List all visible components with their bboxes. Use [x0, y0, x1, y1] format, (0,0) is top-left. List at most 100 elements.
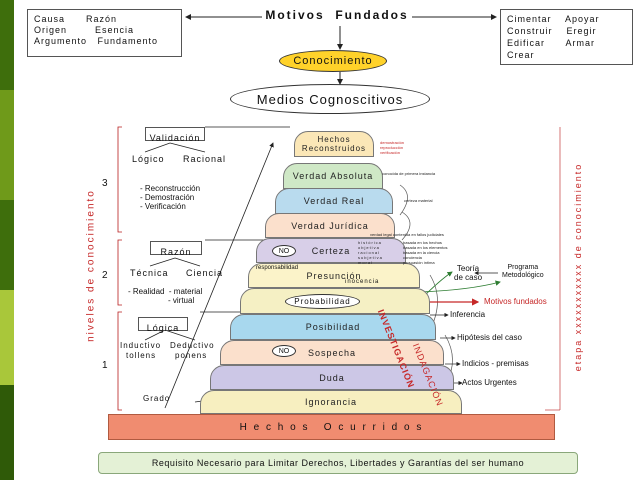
inferencia-label: Inferencia: [450, 310, 486, 319]
deductivo-label: Deductivo: [170, 341, 215, 350]
logica-label: Lógica: [146, 323, 180, 333]
no-oval-certeza: NO: [272, 245, 296, 257]
verbs-box: Cimentar Apoyar Construir Eregir Edifica…: [500, 9, 633, 65]
hechos-note: reproducción: [380, 145, 404, 150]
programa-metodologico: Programa Metodológico: [502, 264, 544, 280]
real-note: certeza material: [404, 198, 433, 203]
conocimiento-oval: Conocimiento: [279, 50, 387, 72]
certeza-note: histórica: [358, 240, 382, 245]
tier-label: Posibilidad: [305, 322, 361, 332]
ponens-label: ponens: [175, 351, 208, 360]
validacion-label: Validación: [149, 133, 201, 143]
level-3-number: 3: [102, 178, 108, 189]
hechos-reconstruidos-tier: Hechos Reconstruidos: [294, 131, 374, 157]
tier-duda: Duda: [210, 365, 454, 390]
tier-label: Presunción: [306, 270, 362, 281]
razon-label: Razón: [160, 247, 192, 257]
tier-posibilidad: Posibilidad: [230, 314, 436, 340]
concept-synonyms-box: Causa Razón Origen Esencia Argumento Fun…: [27, 9, 182, 57]
hipotesis-label: Hipótesis del caso: [457, 333, 522, 342]
tier-label: Certeza: [311, 245, 351, 256]
certeza-note-b: conciencia: [403, 255, 422, 260]
certeza-note-b: basada en la ciencia: [403, 250, 440, 255]
tier-label: Sospecha: [307, 347, 357, 358]
requisito-box: Requisito Necesario para Limitar Derecho…: [98, 452, 578, 474]
virtual-label: - virtual: [168, 296, 195, 305]
tollens-label: tollens: [126, 351, 157, 360]
reconstruidos-label: Reconstruidos: [301, 144, 367, 153]
tecnica-label: Técnica: [130, 268, 169, 278]
tier-label: Ignorancia: [304, 397, 358, 407]
synonym-line: Argumento Fundamento: [34, 36, 159, 46]
verb-line: Crear: [507, 50, 535, 60]
actos-urgentes-label: Actos Urgentes: [462, 378, 517, 387]
teoria-line: de caso: [454, 273, 483, 282]
motivos-fundados-label: Motivos fundados: [484, 297, 547, 306]
tier-label: Duda: [319, 372, 345, 383]
hechos-label: Hechos: [317, 135, 351, 144]
certeza-notes-b: basada en los hechos basada en los eleme…: [403, 240, 447, 265]
certeza-note: objetiva: [358, 245, 380, 250]
no-oval-sospecha: NO: [272, 345, 296, 357]
level-2-number: 2: [102, 270, 108, 281]
ciencia-label: Ciencia: [186, 268, 224, 278]
tier-label: Verdad Real: [303, 196, 365, 206]
programa-line: Programa: [507, 264, 539, 271]
synonym-line: Origen Esencia: [34, 25, 135, 35]
sidebar-band-5: [0, 385, 14, 480]
validacion-box: Validación: [145, 127, 205, 143]
niveles-vertical-label: niveles de conocimiento: [85, 189, 97, 342]
tier-label: Verdad Jurídica: [291, 220, 369, 231]
probabilidad-oval: Probabilidad: [285, 294, 360, 309]
sidebar-band-3: [0, 200, 14, 290]
verb-line: Construir Eregir: [507, 26, 597, 36]
absoluta-note: conocida de primera instancia: [382, 171, 436, 176]
responsabilidad-label: responsabilidad: [256, 265, 299, 271]
certeza-note-b: basada en los hechos: [403, 240, 442, 245]
level-1-number: 1: [102, 360, 108, 371]
certeza-note: racional: [358, 250, 381, 255]
inocencia-label: inocencia: [345, 279, 380, 285]
tier-sospecha: Sospecha: [220, 340, 444, 365]
teoria-line: Teoría: [456, 264, 480, 273]
validacion-item: - Reconstrucción: [140, 184, 201, 193]
validacion-items: - Reconstrucción - Demostración - Verifi…: [140, 184, 200, 211]
juridica-note: verdad legal contenida en fallos judicia…: [370, 232, 444, 237]
tier-verdad-absoluta: Verdad Absoluta: [283, 163, 383, 189]
certeza-note-b: persuasión íntima: [403, 260, 435, 265]
certeza-note: subjetiva: [358, 255, 383, 260]
logica-box: Lógica: [138, 317, 188, 333]
grado-label: Grado: [143, 394, 171, 403]
requisito-label: Requisito Necesario para Limitar Derecho…: [151, 458, 525, 468]
synonym-line: Causa Razón: [34, 14, 118, 24]
sidebar-band-2: [0, 90, 14, 200]
racional-label: Racional: [183, 154, 227, 164]
tier-verdad-real: Verdad Real: [275, 188, 393, 214]
hechos-notes: demostración reproducción verificación: [380, 140, 404, 155]
indicios-label: Indicios - premisas: [462, 359, 529, 368]
no-label: NO: [278, 347, 290, 355]
tier-ignorancia: Ignorancia: [200, 390, 462, 414]
programa-line: Metodológico: [502, 272, 544, 279]
sidebar-band-1: [0, 0, 14, 90]
hechos-ocurridos-base: H e c h o s O c u r r i d o s: [108, 414, 555, 440]
etapa-vertical-label: etapa xxxxxxxxxxx de conocimiento: [573, 162, 583, 372]
medios-oval: Medios Cognoscitivos: [230, 84, 430, 114]
tier-verdad-juridica: Verdad Jurídica: [265, 213, 395, 238]
inductivo-label: Inductivo: [120, 341, 162, 350]
medios-label: Medios Cognoscitivos: [256, 91, 404, 107]
verb-line: Edificar Armar: [507, 38, 596, 48]
conocimiento-label: Conocimiento: [293, 55, 373, 67]
base-label: H e c h o s O c u r r i d o s: [239, 421, 424, 433]
certeza-note: moral: [358, 260, 374, 265]
hechos-note: demostración: [380, 140, 405, 145]
hechos-note: verificación: [380, 150, 401, 155]
validacion-item: - Verificación: [140, 202, 186, 211]
tier-label: Probabilidad: [294, 297, 351, 306]
tier-label: Verdad Absoluta: [292, 171, 374, 181]
tier-presuncion: Presunción: [248, 263, 420, 288]
no-label: NO: [278, 247, 290, 255]
teoria-caso: Teoría de caso: [454, 264, 482, 282]
sidebar-band-4: [0, 290, 14, 385]
validacion-item: - Demostración: [140, 193, 195, 202]
